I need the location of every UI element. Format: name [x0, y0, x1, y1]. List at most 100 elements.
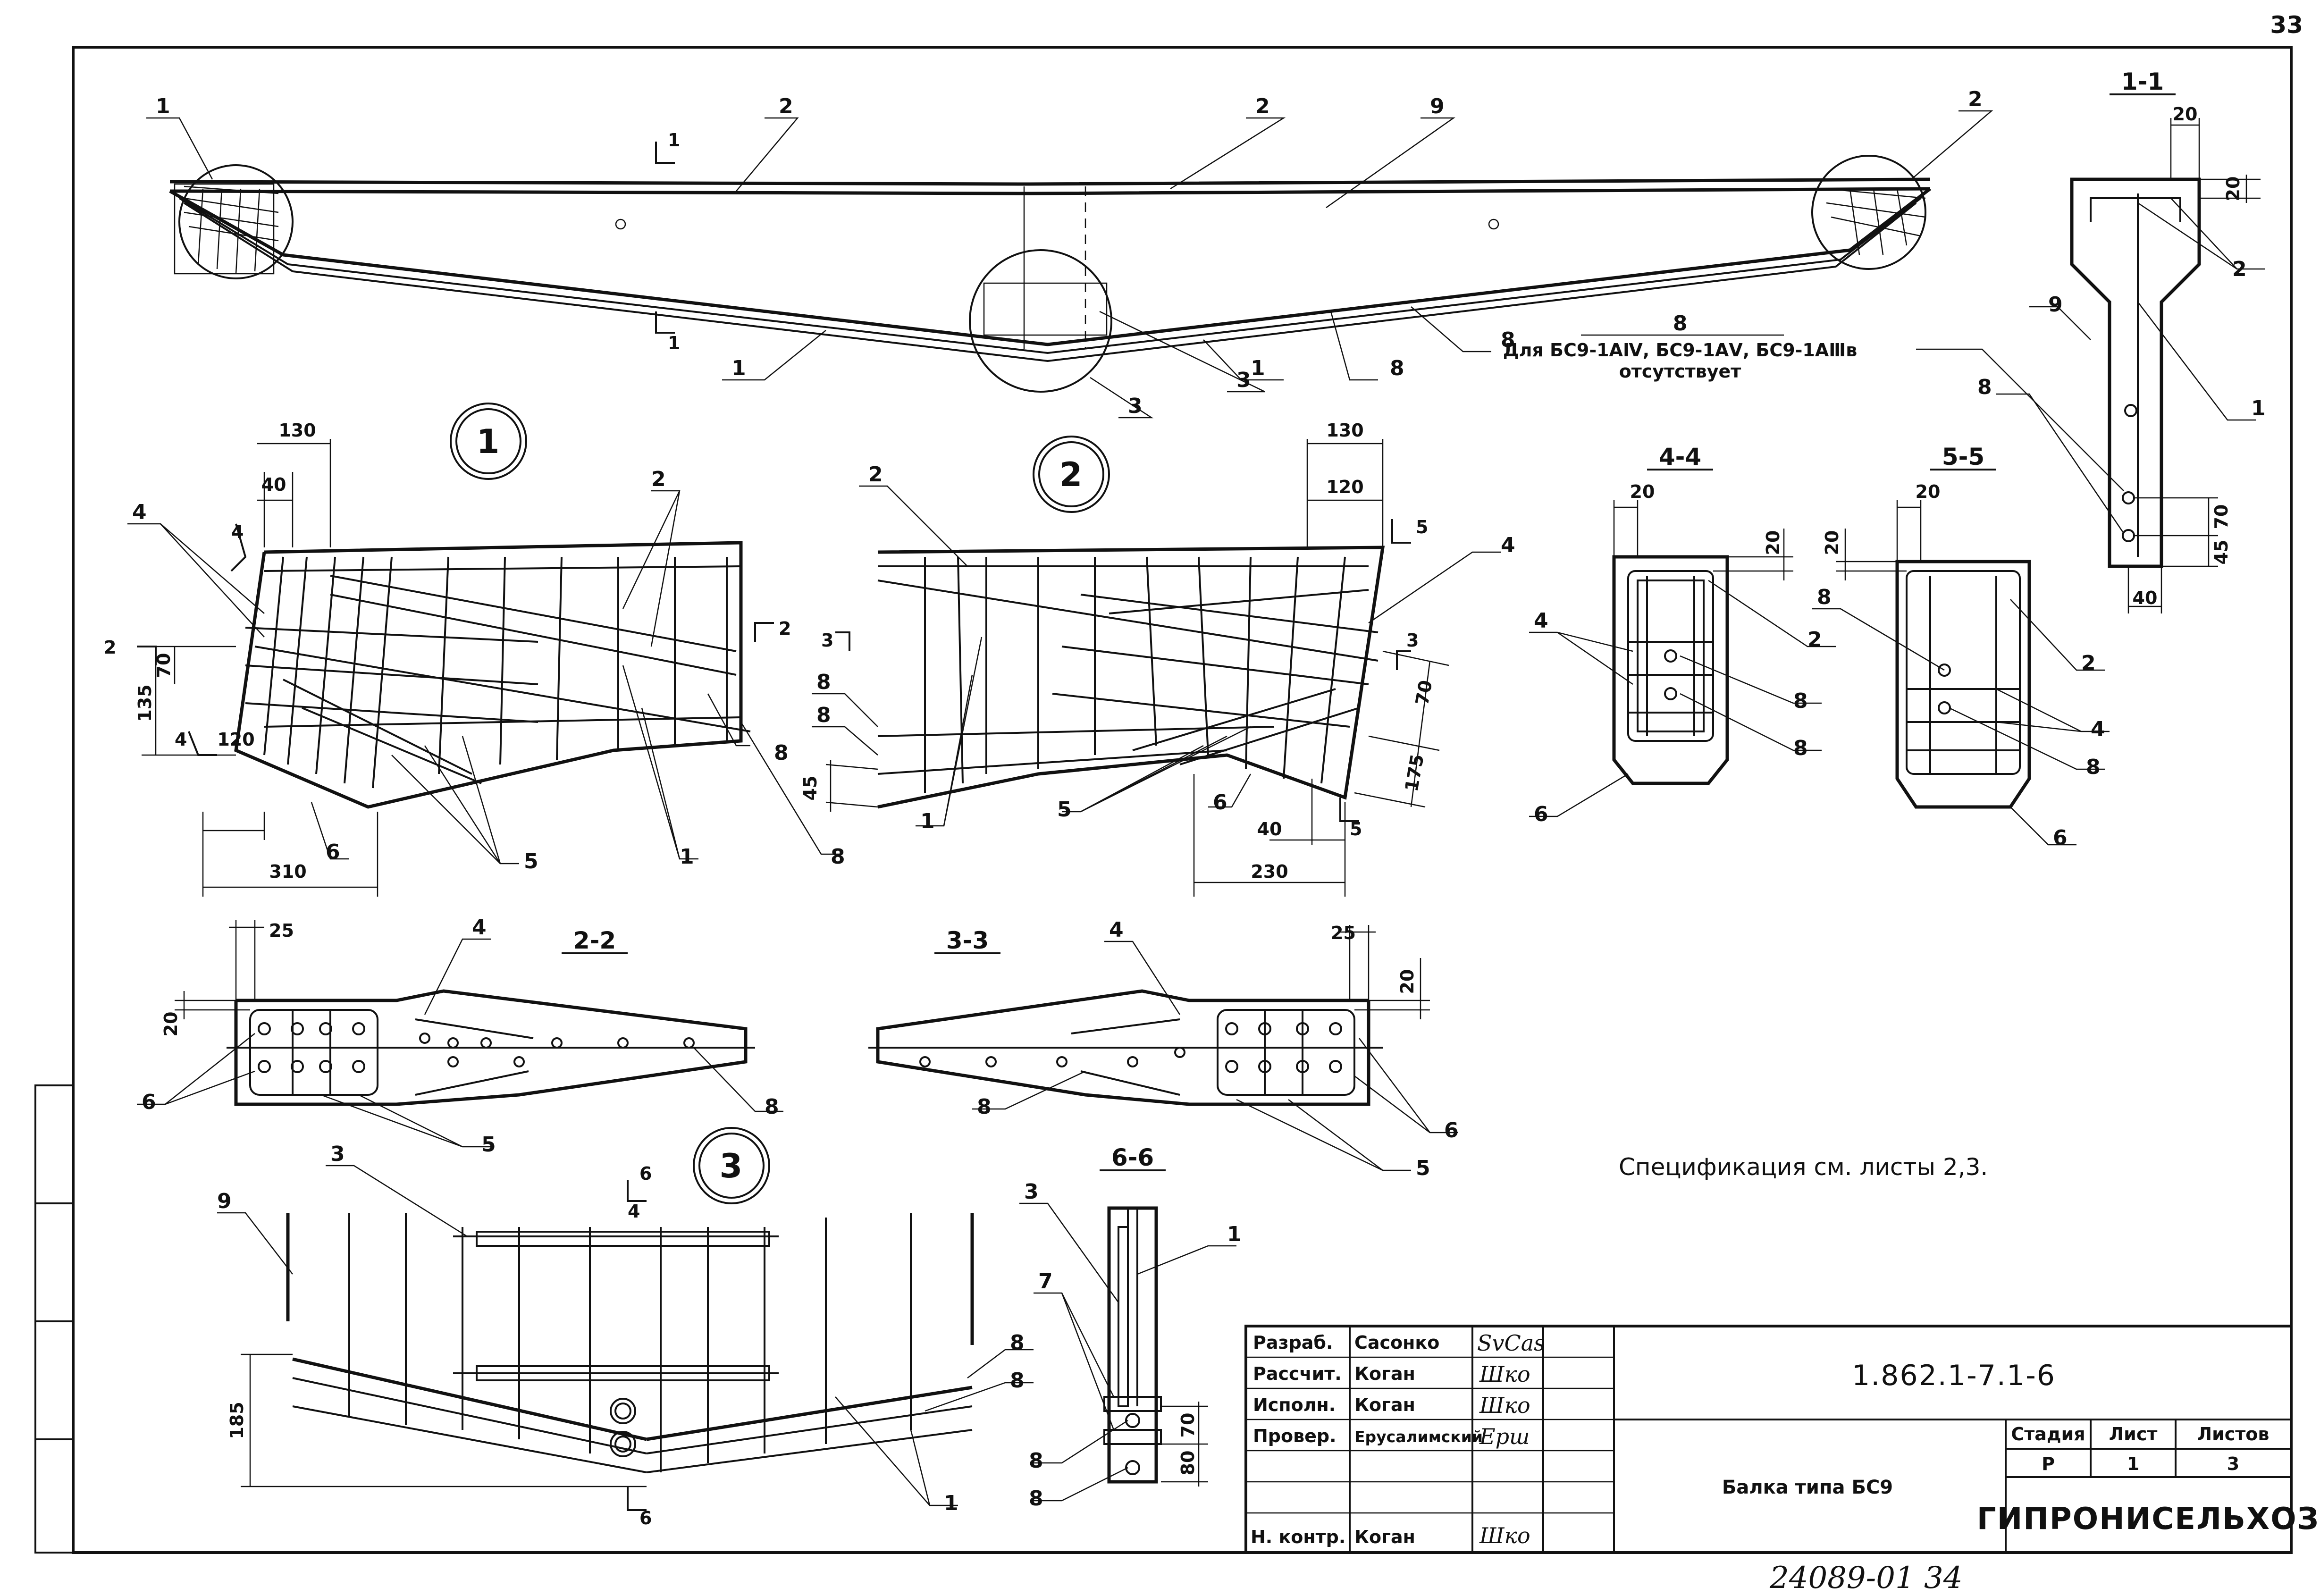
- label-1-d1: 1: [680, 845, 694, 869]
- leaders-s33: [972, 941, 1458, 1171]
- dim-25-s22: 25: [269, 920, 294, 941]
- leaders-s66: [1019, 1202, 1236, 1502]
- leaders-d3: [217, 1165, 1034, 1506]
- cut-4-d1-bottom: 4: [175, 729, 187, 750]
- sheet-number: 33: [2270, 11, 2303, 39]
- label-5-d1: 5: [524, 849, 538, 874]
- label-2-main-c: 2: [1968, 87, 1983, 111]
- dim-20-s11-a: 20: [2173, 104, 2198, 125]
- label-8-d2-b: 8: [816, 703, 831, 727]
- label-6-s44: 6: [1534, 802, 1548, 826]
- dim-40-d1: 40: [261, 474, 286, 495]
- spec-note: Спецификация см. листы 2,3.: [1619, 1153, 1988, 1181]
- dim-20-s22: 20: [160, 1012, 181, 1037]
- detail-2-callout: [1811, 155, 1926, 270]
- label-4-s22: 4: [472, 916, 487, 940]
- leaders-d2: [812, 485, 1501, 827]
- role-1: Рассчит.: [1253, 1363, 1342, 1384]
- dim-135-d1: 135: [134, 684, 155, 722]
- dim-20-s11-b: 20: [2223, 176, 2244, 202]
- section-4-4: 4-4: [1612, 443, 1793, 785]
- sheet-value: 1: [2127, 1453, 2139, 1474]
- label-1-main: 1: [156, 94, 170, 118]
- label-5-s33: 5: [1416, 1156, 1430, 1180]
- label-7-s66: 7: [1038, 1269, 1053, 1294]
- dim-70-s11: 70: [2211, 504, 2232, 529]
- cut-1-top: 1: [668, 130, 680, 151]
- detail-3-callout: [969, 249, 1112, 393]
- detail-circle-2: 2: [1033, 436, 1110, 513]
- label-8-s44-a: 8: [1793, 689, 1808, 713]
- label-2-main-a: 2: [779, 94, 793, 118]
- label-3-circle: 3: [1128, 394, 1143, 418]
- signature-6: Шко: [1479, 1523, 1530, 1548]
- label-1-s11: 1: [2251, 396, 2266, 420]
- label-8-d3-a: 8: [1010, 1331, 1025, 1355]
- svg-text:отсутствует: отсутствует: [1619, 361, 1741, 382]
- section-3-3: 3-3: [868, 925, 1430, 1106]
- role-0: Разраб.: [1253, 1332, 1333, 1353]
- dim-20-s55-a: 20: [1916, 481, 1941, 502]
- label-2-s44: 2: [1807, 628, 1822, 652]
- label-8-s55-a: 8: [1817, 585, 1832, 609]
- dim-70-d1: 70: [153, 653, 174, 678]
- svg-text:6-6: 6-6: [1111, 1144, 1154, 1171]
- label-4-d1: 4: [132, 500, 147, 524]
- label-8-s66-a: 8: [1029, 1449, 1043, 1473]
- dim-310-d1: 310: [269, 861, 306, 882]
- signature-1: Шко: [1479, 1361, 1530, 1387]
- detail-2-view: [825, 439, 1449, 897]
- label-6-s55: 6: [2053, 826, 2068, 850]
- stage-header: Стадия: [2011, 1424, 2085, 1445]
- dim-20-s44-a: 20: [1630, 481, 1655, 502]
- label-1-d3: 1: [944, 1491, 958, 1515]
- dim-130-d1: 130: [278, 420, 316, 441]
- cut-3-d2-right: 3: [1406, 630, 1419, 651]
- drawing-title: Балка типа БС9: [1722, 1477, 1893, 1498]
- label-8-d3-b: 8: [1010, 1369, 1025, 1393]
- label-8-s33: 8: [977, 1095, 992, 1119]
- stage-value: Р: [2042, 1453, 2055, 1474]
- label-8-d1-b: 8: [831, 845, 845, 869]
- dim-175-d2: 175: [1401, 753, 1428, 793]
- dim-70-s66: 70: [1177, 1413, 1198, 1438]
- signature-2: Шко: [1479, 1393, 1530, 1418]
- label-1-main-c: 1: [1251, 356, 1265, 380]
- section-5-5: 5-5: [1836, 443, 2031, 809]
- doc-code: 1.862.1-7.1-6: [1852, 1359, 2056, 1392]
- role-3: Провер.: [1253, 1426, 1337, 1446]
- label-6-s33: 6: [1444, 1118, 1459, 1142]
- dim-120-d2: 120: [1326, 477, 1363, 497]
- svg-text:1-1: 1-1: [2121, 68, 2164, 95]
- sheets-value: 3: [2227, 1453, 2239, 1474]
- detail-circle-3: 3: [693, 1127, 770, 1204]
- svg-text:2-2: 2-2: [573, 927, 616, 954]
- cut-6-d3-top: 6: [639, 1163, 652, 1184]
- label-8-s55-b: 8: [2086, 755, 2101, 779]
- label-2-d1: 2: [651, 467, 666, 491]
- dim-20-s33: 20: [1397, 969, 1418, 994]
- inventory-number: 24089-01 34: [1769, 1561, 1962, 1596]
- label-6-s22: 6: [142, 1090, 156, 1114]
- signature-3: Ерш: [1479, 1424, 1530, 1449]
- dim-45-s11: 45: [2211, 540, 2232, 565]
- dim-20-s55-b: 20: [1822, 530, 1842, 555]
- leaders-s55: [1812, 599, 2110, 846]
- label-9-main: 9: [1430, 94, 1445, 118]
- label-8-main-a: 8: [1390, 356, 1404, 380]
- label-6-d2: 6: [1213, 790, 1227, 815]
- detail-circle-1: 1: [450, 403, 527, 480]
- leaders-s44: [1529, 580, 1836, 817]
- svg-text:4-4: 4-4: [1659, 443, 1701, 470]
- cut-4-d1-top: 4: [231, 521, 244, 542]
- label-3-main: 3: [1236, 368, 1251, 392]
- dim-40-d2: 40: [1257, 819, 1282, 840]
- label-8-s44-b: 8: [1793, 736, 1808, 760]
- sheet-frame: [72, 46, 2293, 1554]
- cut-3-d2-left: 3: [821, 630, 833, 651]
- label-2-d2: 2: [868, 462, 883, 487]
- cut-1-bottom: 1: [668, 333, 680, 353]
- label-5-d2: 5: [1057, 798, 1072, 822]
- label-2-s55: 2: [2081, 651, 2096, 675]
